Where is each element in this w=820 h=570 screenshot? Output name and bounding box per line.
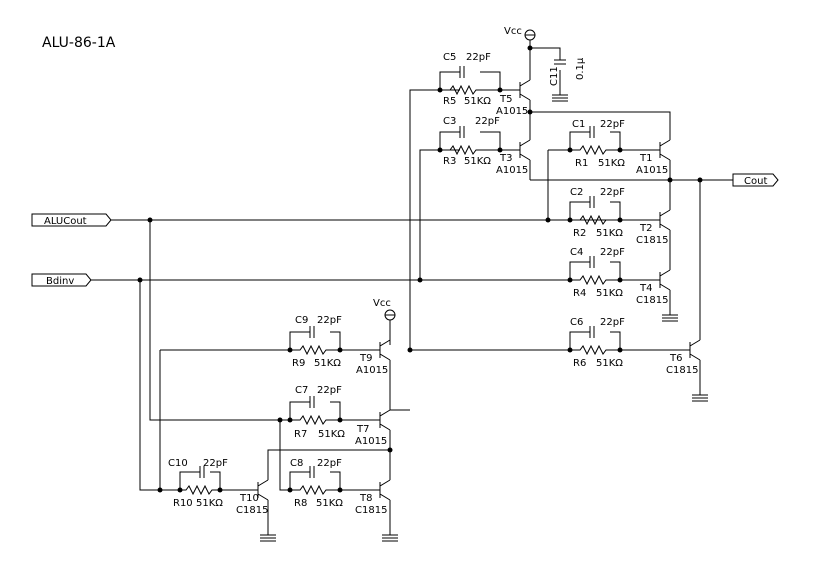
t5-type: A1015 [496, 106, 528, 117]
r7-value: 51KΩ [318, 429, 345, 440]
r3-label: R3 [443, 156, 456, 167]
c10-value: 22pF [203, 458, 228, 469]
t3-label: T3 [499, 153, 512, 164]
port-cout: Cout [732, 173, 779, 187]
t4-type: C1815 [636, 295, 668, 306]
r10-value: 51KΩ [196, 498, 223, 509]
t7-type: A1015 [355, 436, 387, 447]
junction-dots [137, 45, 703, 493]
c3-label: C3 [443, 116, 456, 127]
port-cout-label: Cout [744, 176, 767, 187]
c10-label: C10 [168, 458, 188, 469]
t10-label: T10 [239, 493, 259, 504]
transistor-t10 [257, 479, 269, 501]
c11-label: C11 [549, 66, 560, 86]
t2-label: T2 [639, 223, 652, 234]
vcc-top: Vcc [504, 26, 536, 41]
r9-value: 51KΩ [314, 358, 341, 369]
transistor-t6 [689, 339, 701, 361]
t6-type: C1815 [666, 365, 698, 376]
t10-type: C1815 [236, 505, 268, 516]
c4-value: 22pF [600, 247, 625, 258]
t2-type: C1815 [636, 235, 668, 246]
r5-label: R5 [443, 96, 456, 107]
grounds [260, 94, 708, 542]
c7-label: C7 [295, 385, 308, 396]
wires [91, 40, 733, 535]
diagram-title: ALU-86-1A [42, 35, 116, 51]
port-alucout-label: ALUCout [44, 216, 87, 227]
transistor-t2 [659, 209, 671, 231]
t7-label: T7 [356, 424, 369, 435]
c9-label: C9 [295, 315, 308, 326]
port-alucout: ALUCout [31, 213, 112, 227]
transistor-t9 [379, 339, 391, 361]
r8-value: 51KΩ [316, 498, 343, 509]
capacitors [199, 59, 595, 478]
transistor-t5 [519, 79, 531, 101]
r5-value: 51KΩ [464, 96, 491, 107]
r7-label: R7 [294, 429, 307, 440]
t9-label: T9 [359, 353, 372, 364]
t9-type: A1015 [356, 365, 388, 376]
resistors [180, 84, 620, 496]
r6-label: R6 [573, 358, 586, 369]
c3-value: 22pF [475, 116, 500, 127]
t1-type: A1015 [636, 165, 668, 176]
r2-label: R2 [573, 228, 586, 239]
c8-label: C8 [290, 458, 303, 469]
c5-value: 22pF [466, 52, 491, 63]
c2-label: C2 [570, 187, 583, 198]
t8-type: C1815 [355, 505, 387, 516]
r8-label: R8 [294, 498, 307, 509]
port-bdinv: Bdinv [31, 273, 92, 287]
r6-value: 51KΩ [596, 358, 623, 369]
transistor-t4 [659, 269, 671, 291]
t8-label: T8 [359, 493, 372, 504]
c1-label: C1 [572, 119, 585, 130]
t5-label: T5 [499, 94, 512, 105]
r2-value: 51KΩ [596, 228, 623, 239]
r1-value: 51KΩ [598, 158, 625, 169]
c6-label: C6 [570, 317, 583, 328]
r1-label: R1 [575, 158, 588, 169]
transistor-t1 [659, 139, 671, 161]
c6-value: 22pF [600, 317, 625, 328]
t6-label: T6 [669, 353, 682, 364]
c9-value: 22pF [317, 315, 342, 326]
c8-value: 22pF [317, 458, 342, 469]
transistor-t7 [379, 409, 391, 431]
r4-label: R4 [573, 288, 586, 299]
transistor-t3 [519, 139, 531, 161]
c1-value: 22pF [600, 119, 625, 130]
c5-label: C5 [443, 52, 456, 63]
t1-label: T1 [639, 153, 652, 164]
vcc-bottom-label: Vcc [373, 298, 391, 309]
c11-value: 0.1μ [575, 57, 586, 80]
t4-label: T4 [639, 283, 652, 294]
c4-label: C4 [570, 247, 583, 258]
transistor-t8 [379, 479, 391, 501]
r9-label: R9 [292, 358, 305, 369]
c7-value: 22pF [317, 385, 342, 396]
port-bdinv-label: Bdinv [46, 276, 74, 287]
r4-value: 51KΩ [596, 288, 623, 299]
c2-value: 22pF [600, 187, 625, 198]
r3-value: 51KΩ [464, 156, 491, 167]
r10-label: R10 [173, 498, 193, 509]
t3-type: A1015 [496, 165, 528, 176]
vcc-bottom: Vcc [373, 298, 396, 321]
vcc-top-label: Vcc [504, 26, 522, 37]
